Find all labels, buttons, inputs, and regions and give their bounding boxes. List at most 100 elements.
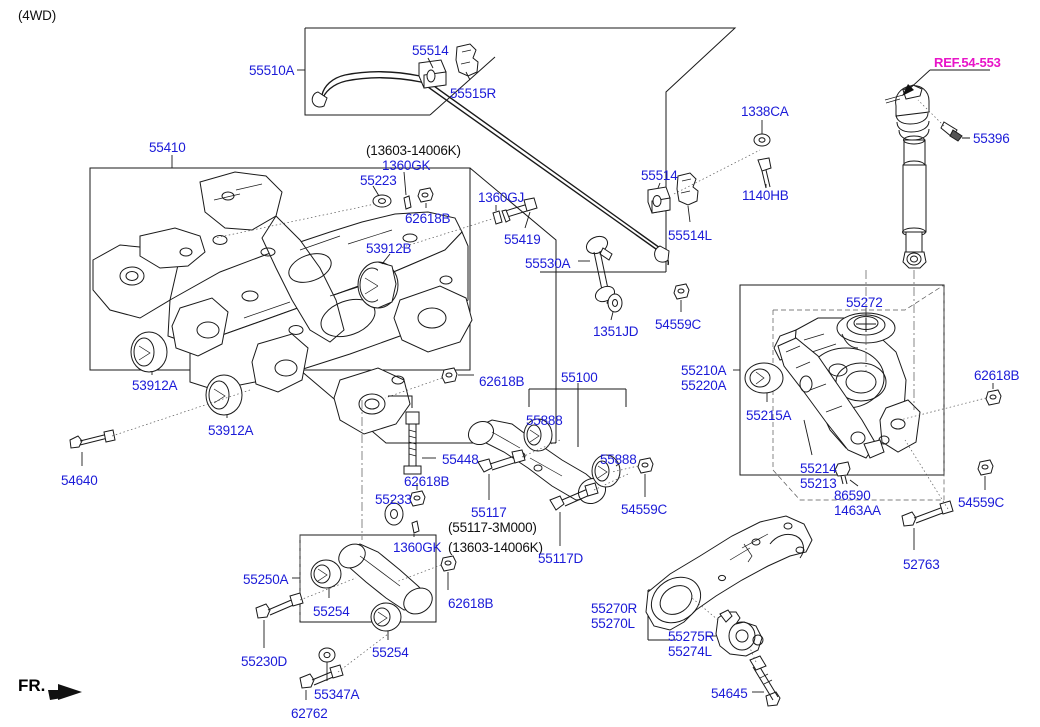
group-box-55510a — [304, 27, 737, 273]
bolt-62762 — [299, 664, 344, 689]
bushing-55254-upper — [310, 559, 342, 589]
callout-54559c-mid: 54559C — [621, 502, 668, 517]
washer-1360gj — [492, 210, 503, 225]
bushing-55514-lower — [647, 186, 671, 214]
bushing-55514-top — [418, 59, 447, 89]
callout-55230d: 55230D — [241, 654, 288, 669]
bushing-55254-lower — [370, 602, 402, 632]
callout-1360gj: 1360GJ — [478, 190, 525, 205]
fastener-86590 — [834, 461, 851, 485]
washer-1338ca — [753, 133, 771, 147]
bolt-55396 — [940, 121, 970, 142]
bracket-55515r — [455, 43, 479, 77]
bolt-55117d — [549, 482, 599, 511]
callout-62618b-b: 62618B — [404, 474, 450, 489]
bolt-1140hb — [757, 157, 772, 189]
callout-55888-right: 55888 — [600, 452, 637, 467]
callout-55117d: 55117D — [538, 551, 584, 566]
washer-55223 — [372, 194, 392, 208]
callout-1360gk-lower: 1360GK — [393, 540, 442, 555]
bushing-55888-left — [523, 418, 553, 452]
callout-55220a: 55220A — [681, 378, 727, 393]
callout-55419: 55419 — [504, 232, 541, 247]
callout-55514l: 55514L — [668, 228, 712, 243]
bushing-55888-right — [591, 454, 621, 488]
callout-62618b-assist: 62618B — [448, 596, 494, 611]
callout-55214: 55214 — [800, 461, 837, 476]
bushing-53912a-1 — [130, 331, 168, 373]
callout-55347a: 55347A — [314, 687, 360, 702]
callout-55100: 55100 — [561, 370, 598, 385]
front-direction-label: FR. — [18, 676, 46, 695]
callout-55510a: 55510A — [249, 63, 295, 78]
bolt-55117 — [477, 449, 526, 473]
bolt-54645 — [749, 655, 781, 707]
group-bracket-55100 — [528, 388, 627, 447]
callout-53912a-1: 53912A — [132, 378, 178, 393]
callout-1338ca: 1338CA — [741, 104, 789, 119]
bushing-55275r — [715, 609, 764, 657]
callout-54645: 54645 — [711, 686, 748, 701]
callout-55396: 55396 — [973, 131, 1010, 146]
bushing-53912b — [357, 261, 399, 309]
callout-55514-top: 55514 — [412, 43, 449, 58]
callout-55514-lower: 55514 — [641, 168, 678, 183]
washer-1360gk-lower — [411, 520, 420, 534]
nut-62618b-mid — [441, 367, 458, 384]
lower-arm-55214 — [777, 337, 885, 459]
bolt-54640 — [69, 429, 116, 449]
stabilizer-bar — [311, 71, 670, 266]
nut-62618b-b — [409, 490, 426, 507]
callout-55254-lower: 55254 — [372, 645, 409, 660]
callout-ref-54-553: REF.54-553 — [934, 55, 1001, 70]
bolt-55419 — [501, 197, 538, 223]
callout-54559c-top: 54559C — [655, 317, 702, 332]
nut-54559c-right — [977, 459, 994, 476]
callout-1463aa: 1463AA — [834, 503, 881, 518]
callout-62618b-upper: 62618B — [405, 211, 451, 226]
nut-54559c-top — [673, 283, 690, 300]
rear-subframe — [92, 171, 473, 435]
washer-1360gk-upper — [403, 195, 412, 210]
assist-arm — [338, 543, 433, 615]
callout-55530a: 55530A — [525, 256, 571, 271]
bracket-55514l — [676, 172, 699, 206]
callout-55270l: 55270L — [591, 616, 635, 631]
callout-1360gk-upper: 1360GK — [382, 158, 431, 173]
bushing-55215a — [744, 362, 784, 394]
callout-55448: 55448 — [442, 452, 479, 467]
callout-62618b-mid: 62618B — [479, 374, 525, 389]
callout-55215a: 55215A — [746, 408, 792, 423]
callout-1351jd: 1351JD — [593, 324, 639, 339]
group-box-55210a — [739, 284, 945, 501]
callout-52763: 52763 — [903, 557, 940, 572]
ref-arrow — [902, 69, 990, 96]
callout-55223: 55223 — [360, 173, 397, 188]
washer-1351jd — [607, 293, 623, 313]
nut-62618b-upper — [417, 187, 434, 203]
callout-55274l: 55274L — [668, 644, 712, 659]
callout-55410: 55410 — [149, 140, 186, 155]
callout-55270r: 55270R — [591, 601, 638, 616]
trailing-arm — [645, 515, 813, 631]
callout-55117-3m000: (55117-3M000) — [448, 520, 537, 535]
nut-62618b-assist — [440, 555, 457, 572]
callout-55213: 55213 — [800, 476, 837, 491]
callout-55117: 55117 — [471, 505, 507, 520]
callout-54640: 54640 — [61, 473, 98, 488]
callout-55272: 55272 — [846, 295, 883, 310]
callout-53912b: 53912B — [366, 241, 412, 256]
callout-55515r: 55515R — [450, 86, 497, 101]
callout-55275r: 55275R — [668, 629, 715, 644]
callout-62618b-right: 62618B — [974, 368, 1020, 383]
callout-55888-left: 55888 — [526, 413, 563, 428]
callout-53912a-2: 53912A — [208, 423, 254, 438]
bolt-55448 — [403, 411, 422, 475]
shock-absorber — [884, 84, 930, 269]
bolt-55230d — [255, 592, 304, 619]
nut-62618b-right — [985, 389, 1002, 406]
callout-86590: 86590 — [834, 488, 871, 503]
nut-54559c-mid — [637, 457, 654, 474]
fr-direction-arrow — [48, 684, 82, 700]
